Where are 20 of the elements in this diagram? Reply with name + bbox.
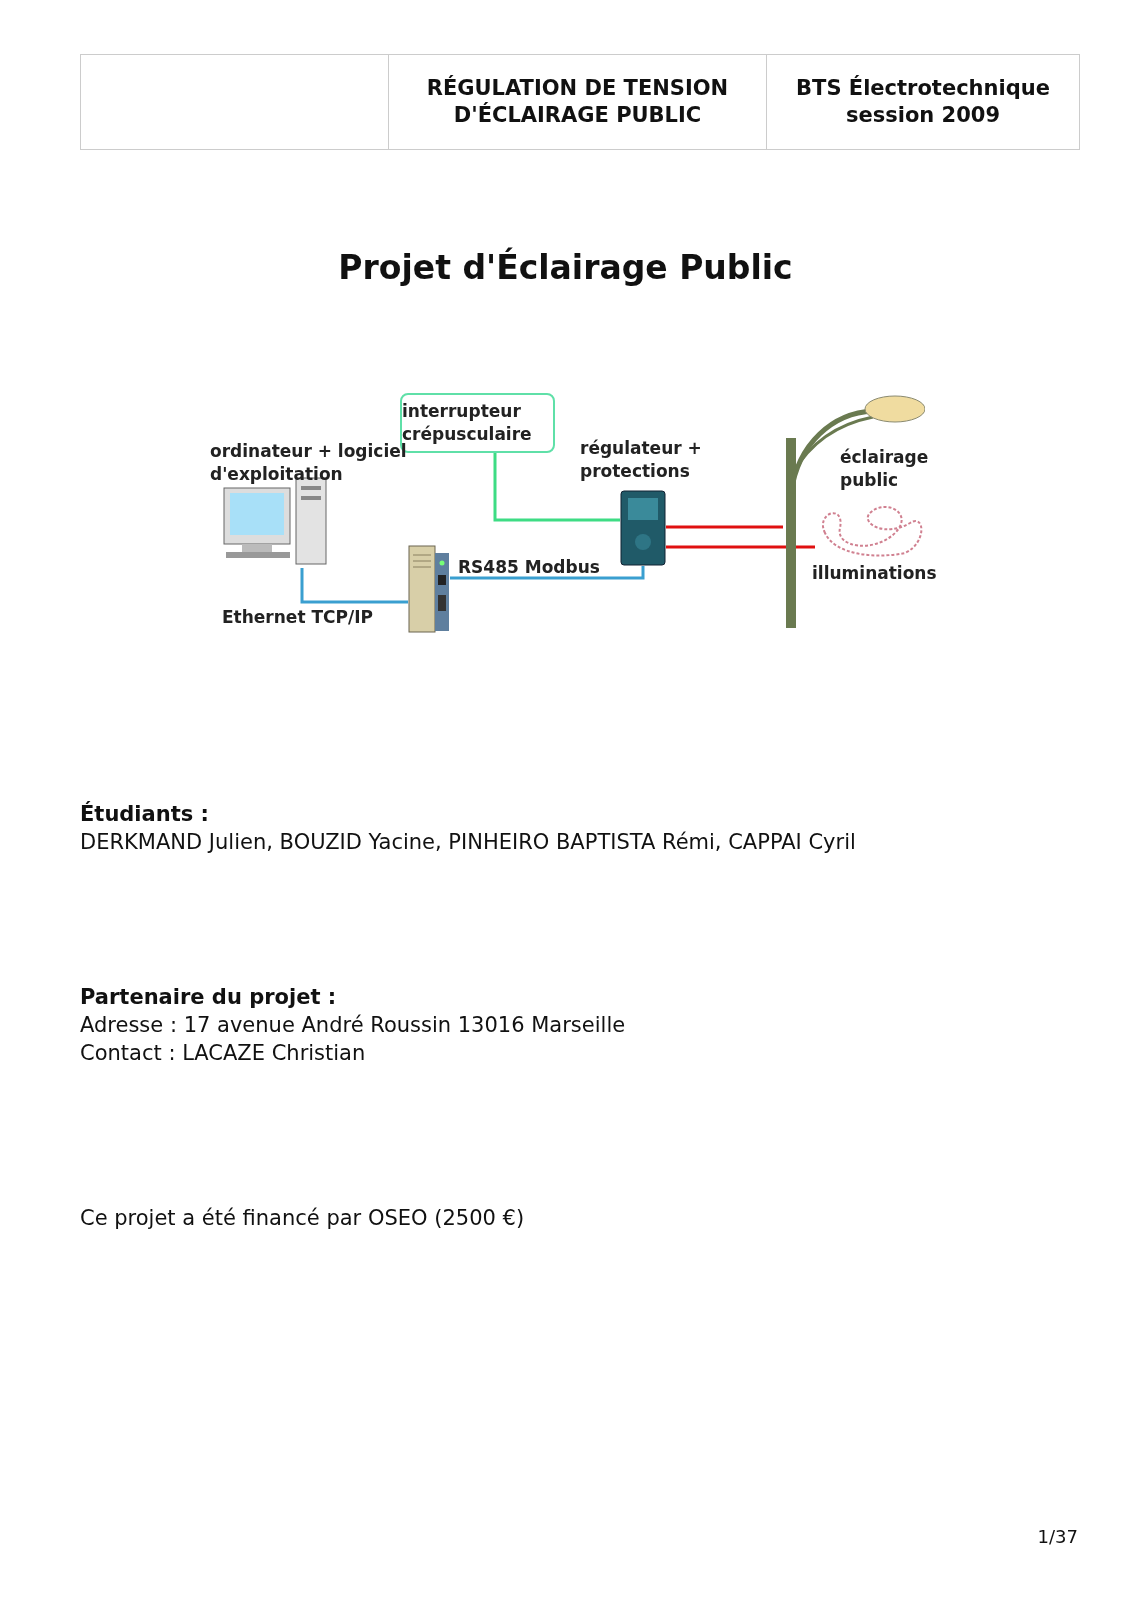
funding-note: Ce projet a été financé par OSEO (2500 €) (80, 1205, 526, 1232)
page-number: 1/37 (1037, 1526, 1078, 1547)
page-title: Projet d'Éclairage Public (337, 248, 794, 287)
contact-line: Contact : LACAZE Christian (80, 1040, 367, 1067)
edge-label: RS485 Modbus (458, 557, 600, 577)
cable-line (450, 566, 645, 580)
cable-line (666, 545, 815, 549)
header-title: RÉGULATION DE TENSION D'ÉCLAIRAGE PUBLIC (425, 74, 730, 129)
section-heading: Étudiants : (80, 800, 210, 828)
address-line: Adresse : 17 avenue André Roussin 13016 Marseille (80, 1012, 627, 1039)
device-label: éclairage public (840, 447, 929, 490)
section-heading: Partenaire du projet : (80, 984, 338, 1011)
cable-line (300, 568, 408, 604)
device-label: régulateur + protections (580, 438, 702, 481)
cable-line (493, 453, 620, 522)
header-course: BTS Électrotechnique session 2009 (795, 74, 1051, 129)
student-names: DERKMAND Julien, BOUZID Yacine, PINHEIRO BAPTISTA Rémi, CAPPAI Cyril (80, 829, 857, 856)
cable-line (666, 525, 783, 529)
edge-label: Ethernet TCP/IP (222, 607, 373, 627)
device-label: illuminations (812, 563, 937, 583)
